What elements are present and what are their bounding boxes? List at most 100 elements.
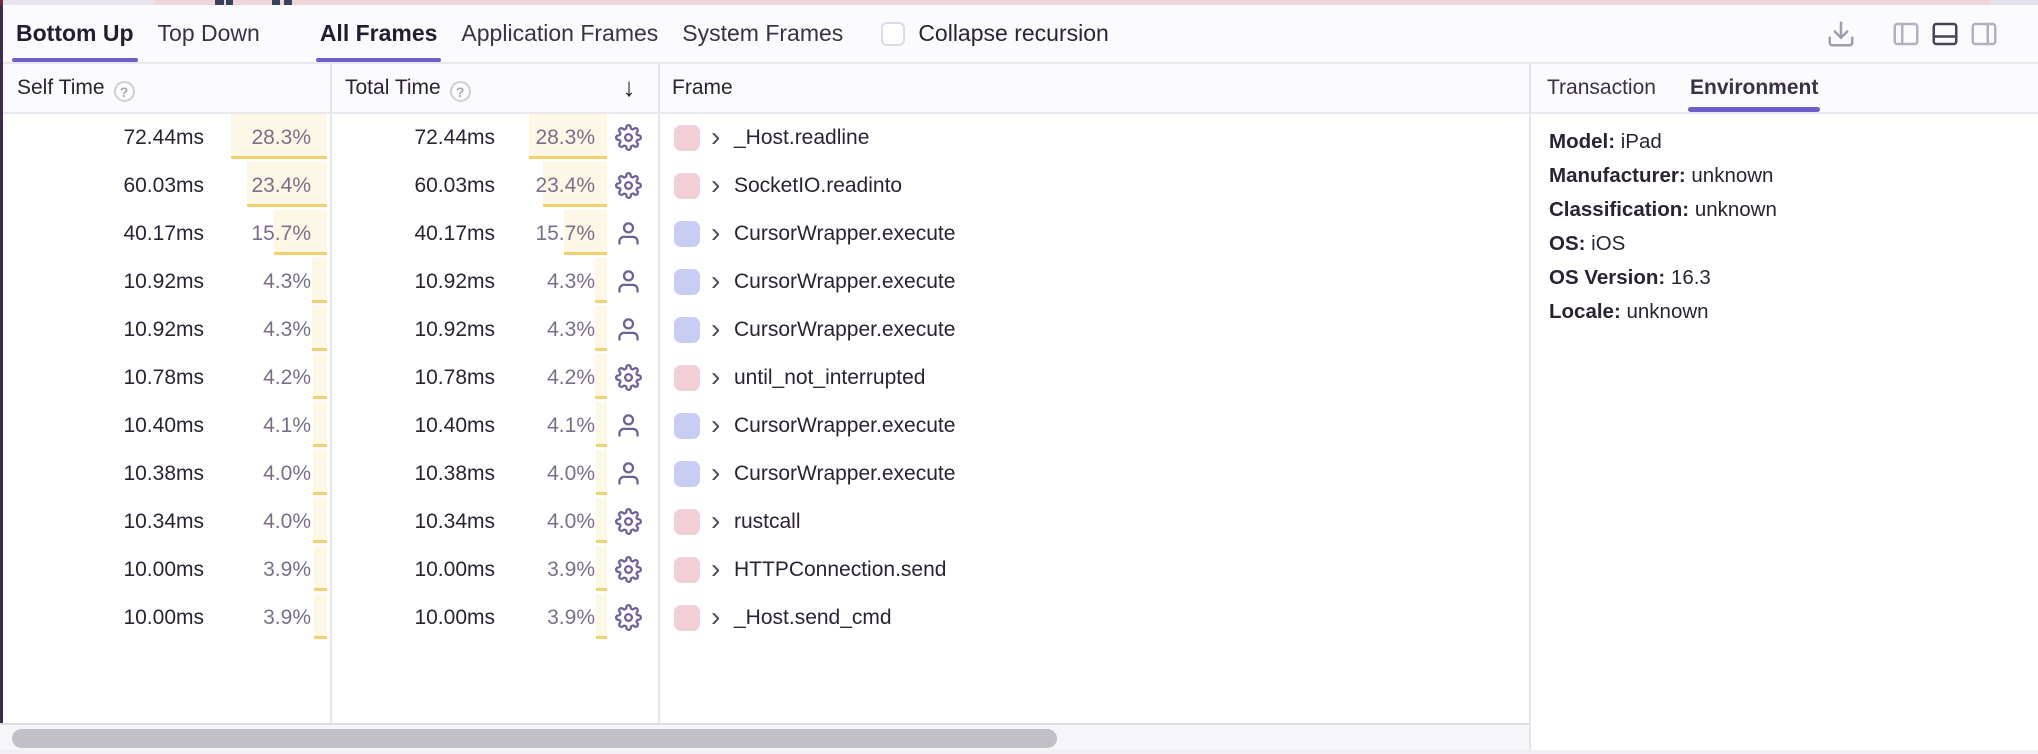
total-percent-bar	[596, 402, 607, 447]
frames-toolbar: Bottom Up Top Down All Frames Applicatio…	[0, 5, 2038, 64]
scrollbar-thumb[interactable]	[12, 729, 1057, 748]
total-percent-bar	[543, 162, 607, 207]
chevron-right-icon[interactable]: ›	[711, 265, 721, 296]
total-time-percent: 4.0%	[547, 462, 595, 485]
total-time-percent: 4.1%	[547, 414, 595, 437]
download-icon[interactable]	[1826, 19, 1856, 49]
tab-environment[interactable]: Environment	[1687, 64, 1821, 112]
minimap-mark	[272, 0, 280, 5]
help-icon[interactable]: ?	[113, 81, 135, 102]
frame-name: CursorWrapper.execute	[734, 462, 956, 485]
self-time-value: 10.92ms	[123, 318, 204, 341]
tab-system-frames[interactable]: System Frames	[682, 20, 844, 46]
environment-panel: Model: iPad Manufacturer: unknown Classi…	[1531, 114, 2038, 329]
self-time-percent: 15.7%	[251, 222, 311, 245]
frame-row[interactable]: ›CursorWrapper.execute	[660, 258, 1527, 306]
total-time-value: 40.17ms	[414, 222, 495, 245]
frame-row[interactable]: ›until_not_interrupted	[660, 354, 1527, 402]
self-time-value: 10.00ms	[123, 558, 204, 581]
column-header-self-time[interactable]: Self Time?	[17, 64, 135, 112]
self-time-value: 10.92ms	[123, 270, 204, 293]
gear-icon[interactable]	[615, 508, 642, 535]
tab-all-frames[interactable]: All Frames	[315, 5, 442, 62]
chevron-right-icon[interactable]: ›	[711, 553, 721, 584]
chevron-right-icon[interactable]: ›	[711, 217, 721, 248]
chevron-right-icon[interactable]: ›	[711, 121, 721, 152]
self-time-value: 40.17ms	[123, 222, 204, 245]
frame-color-swatch	[674, 365, 700, 391]
gear-icon[interactable]	[615, 556, 642, 583]
collapse-recursion-checkbox[interactable]	[881, 21, 906, 46]
frame-color-swatch	[674, 125, 700, 151]
tab-bottom-up[interactable]: Bottom Up	[12, 5, 138, 62]
frame-row[interactable]: › CursorWrapper.execute	[660, 450, 1527, 498]
total-percent-bar	[596, 450, 607, 495]
frame-row[interactable]: ›CursorWrapper.execute	[660, 306, 1527, 354]
sort-descending-icon[interactable]: ↓	[622, 72, 636, 102]
chevron-right-icon[interactable]: ›	[711, 457, 721, 488]
self-time-percent: 4.1%	[263, 414, 311, 437]
frame-column: ›_Host.readline›SocketIO.readinto›Cursor…	[660, 114, 1527, 642]
chevron-right-icon[interactable]: ›	[711, 409, 721, 440]
gear-icon[interactable]	[615, 604, 642, 631]
env-field-os-version: OS Version: 16.3	[1549, 266, 1711, 289]
frame-name: rustcall	[734, 510, 801, 533]
gear-icon[interactable]	[615, 364, 642, 391]
total-time-percent: 4.0%	[547, 510, 595, 533]
self-percent-bar	[313, 354, 327, 399]
frame-name: CursorWrapper.execute	[734, 222, 956, 245]
column-header-total-time[interactable]: Total Time?	[345, 64, 471, 112]
frame-row[interactable]: ›HTTPConnection.send	[660, 546, 1527, 594]
gear-icon[interactable]	[615, 124, 642, 151]
column-header-frame[interactable]: Frame	[672, 76, 733, 99]
frame-row[interactable]: ›_Host.readline	[660, 114, 1527, 162]
self-time-percent: 4.2%	[263, 366, 311, 389]
horizontal-scrollbar[interactable]	[0, 723, 1529, 750]
help-icon[interactable]: ?	[449, 81, 471, 102]
self-percent-bar	[312, 258, 327, 303]
frame-color-swatch	[674, 557, 700, 583]
frame-row[interactable]: › CursorWrapper.execute	[660, 210, 1527, 258]
panel-bottom-icon[interactable]	[1930, 19, 1960, 49]
gear-icon[interactable]	[615, 172, 642, 199]
self-percent-bar	[231, 114, 327, 159]
chevron-right-icon[interactable]: ›	[711, 505, 721, 536]
chevron-right-icon[interactable]: ›	[711, 313, 721, 344]
chevron-right-icon[interactable]: ›	[711, 601, 721, 632]
total-time-value: 60.03ms	[414, 174, 495, 197]
user-icon[interactable]	[615, 220, 642, 247]
env-field-manufacturer: Manufacturer: unknown	[1549, 164, 1774, 187]
env-field-locale: Locale: unknown	[1549, 300, 1709, 323]
frame-row[interactable]: ›CursorWrapper.execute	[660, 402, 1527, 450]
tab-application-frames[interactable]: Application Frames	[461, 20, 659, 46]
total-time-value: 10.92ms	[414, 270, 495, 293]
self-time-percent: 4.3%	[263, 270, 311, 293]
bottom-edge	[0, 750, 2038, 754]
user-icon[interactable]	[615, 268, 642, 295]
total-time-percent: 4.3%	[547, 270, 595, 293]
chevron-right-icon[interactable]: ›	[711, 169, 721, 200]
panel-right-icon[interactable]	[1969, 19, 1999, 49]
frame-row[interactable]: ›_Host.send_cmd	[660, 594, 1527, 642]
user-icon[interactable]	[615, 460, 642, 487]
left-edge	[0, 0, 3, 723]
frame-color-swatch	[674, 269, 700, 295]
frame-row[interactable]: › rustcall	[660, 498, 1527, 546]
table-header: Self Time? Total Time? ↓ Frame Transacti…	[0, 64, 2038, 114]
tab-top-down[interactable]: Top Down	[157, 20, 260, 46]
panel-left-icon[interactable]	[1891, 19, 1921, 49]
self-percent-bar	[314, 594, 327, 639]
user-icon[interactable]	[615, 412, 642, 439]
frame-row[interactable]: ›SocketIO.readinto	[660, 162, 1527, 210]
chevron-right-icon[interactable]: ›	[711, 361, 721, 392]
frame-color-swatch	[674, 461, 700, 487]
user-icon[interactable]	[615, 316, 642, 343]
env-field-model: Model: iPad	[1549, 130, 1662, 153]
tab-transaction[interactable]: Transaction	[1547, 76, 1656, 99]
